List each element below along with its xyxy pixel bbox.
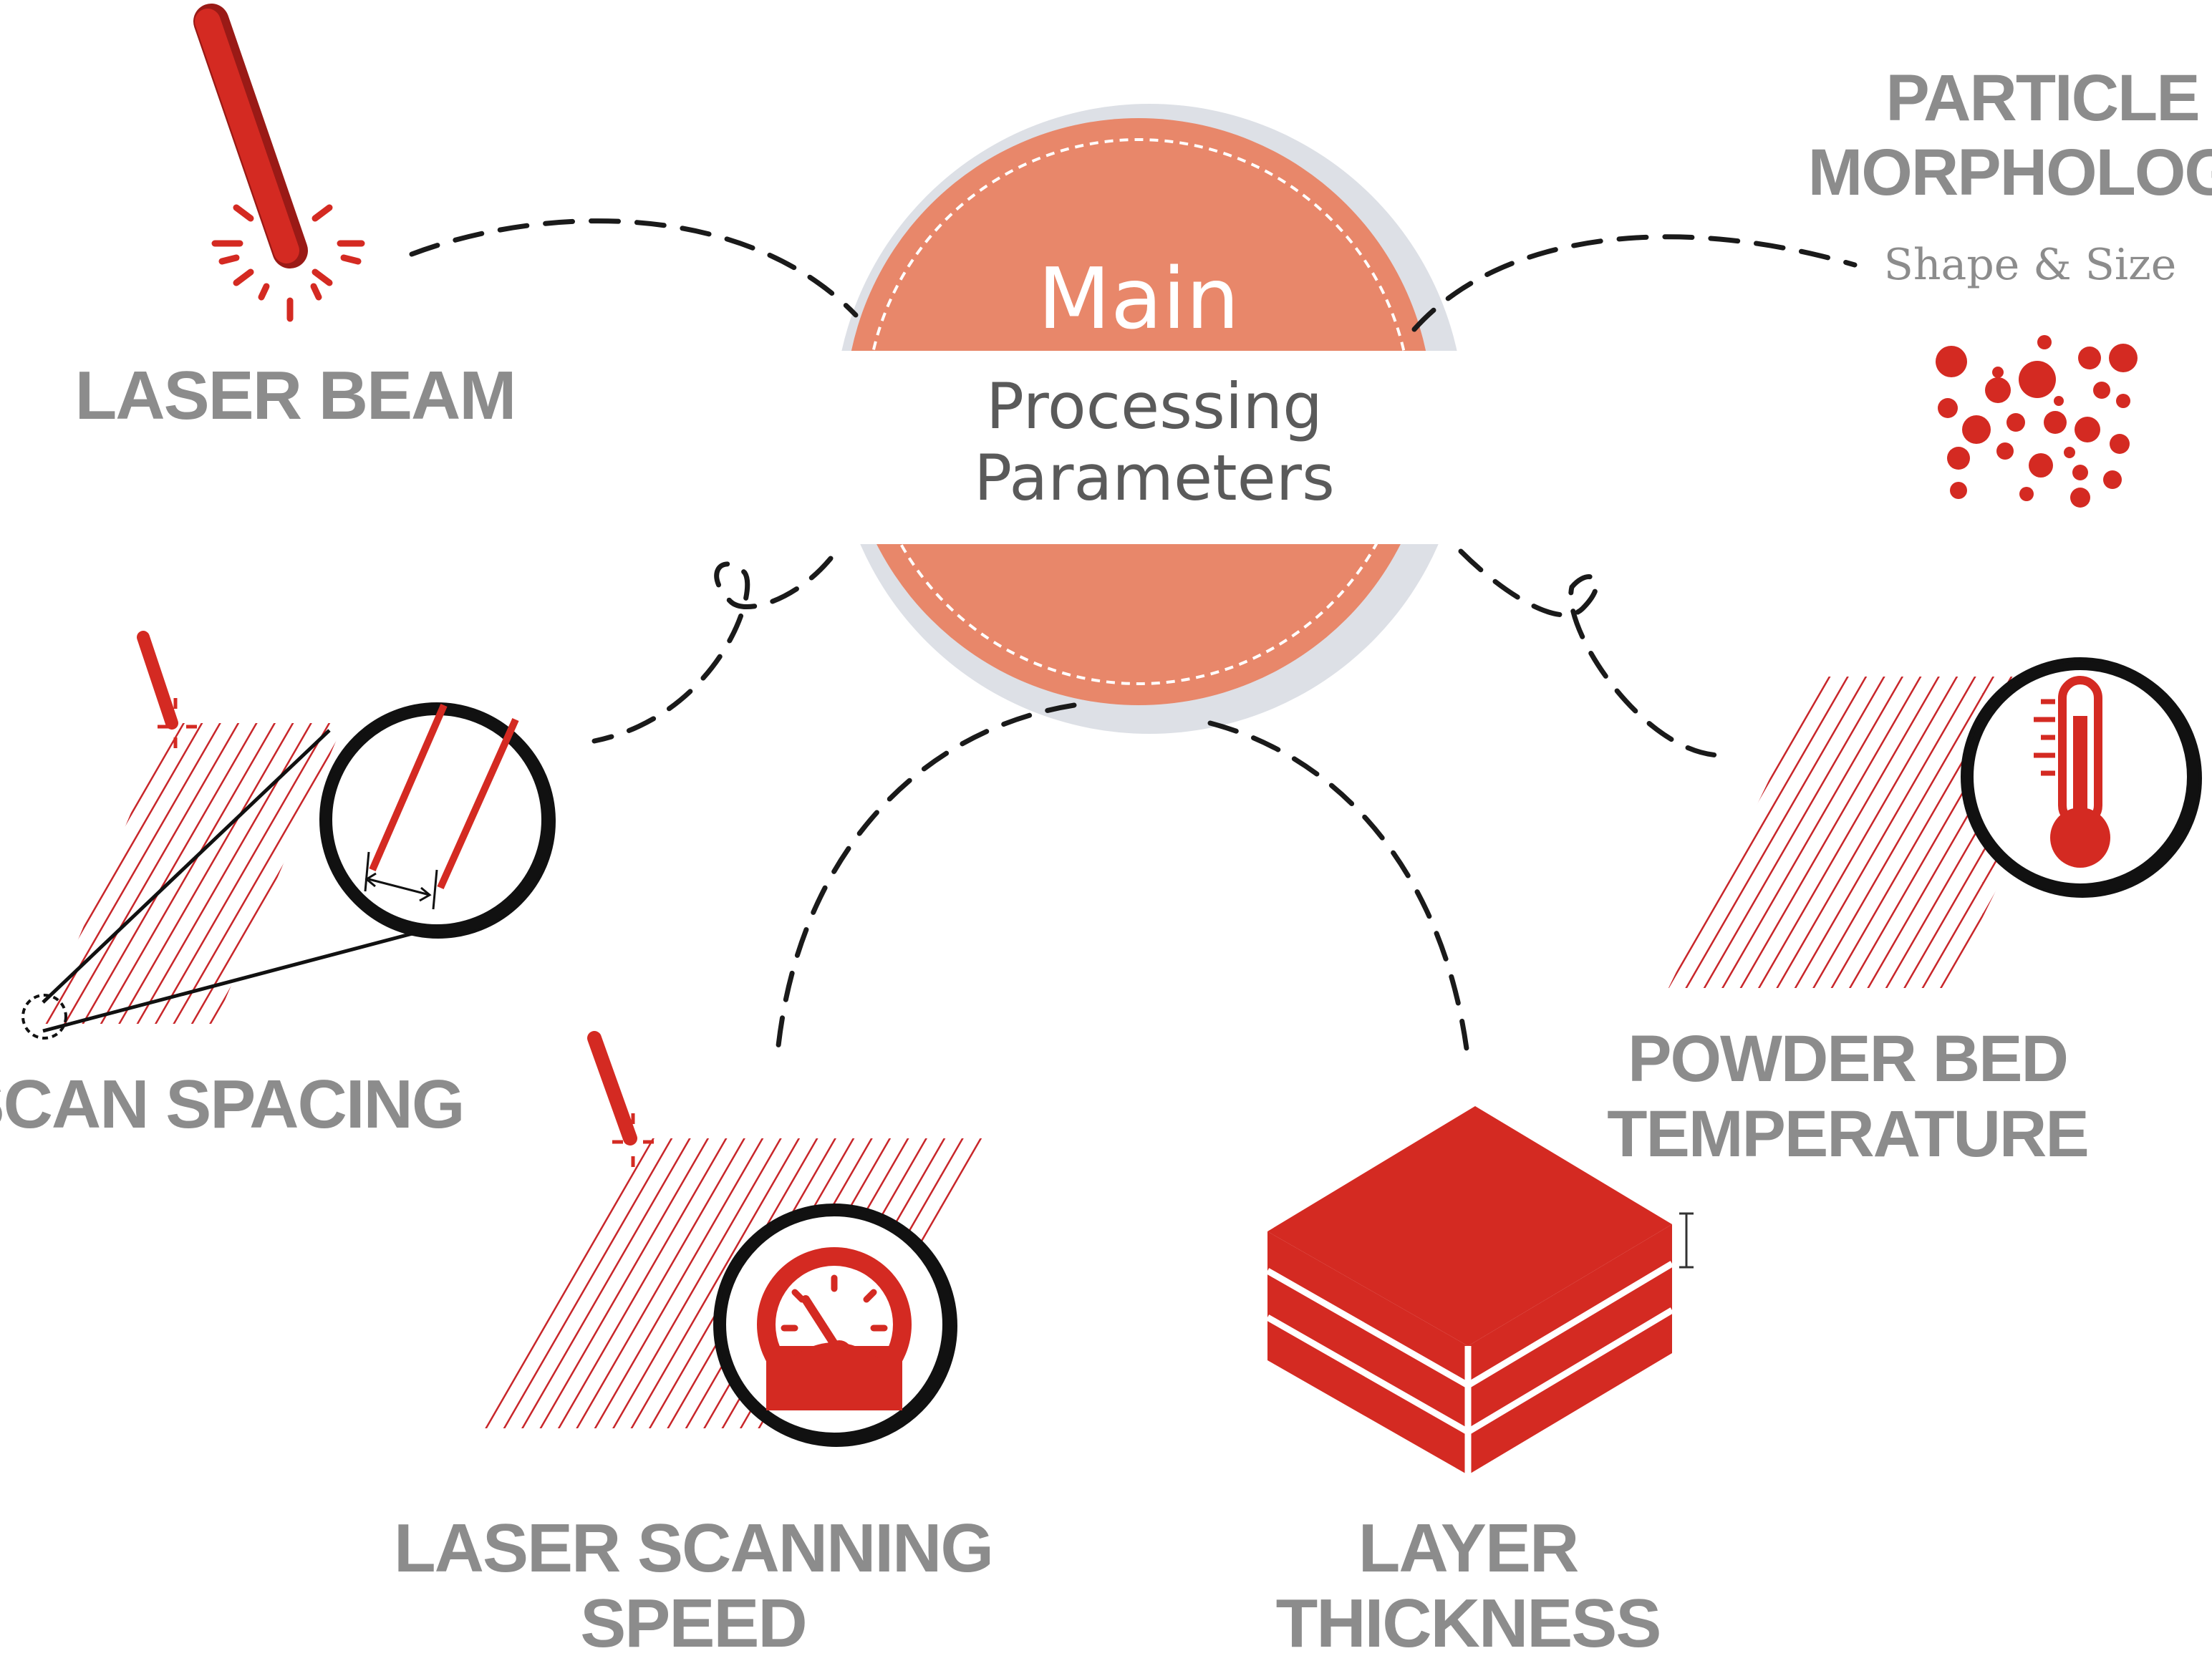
speedometer-icon [713, 1204, 957, 1447]
laser-beam-icon [193, 4, 365, 322]
connector-laser-beam [409, 218, 859, 318]
laser-beam-group: LASER BEAM [75, 4, 516, 434]
connector-layer-thickness [1207, 720, 1471, 1062]
connector-laser-scanning-speed [774, 702, 1077, 1062]
center-title: Main [1038, 249, 1240, 348]
scan-spacing-group: SCAN SPACING [0, 631, 556, 1143]
scan-spacing-label: SCAN SPACING [0, 1066, 463, 1143]
laser-scanning-speed-laser-icon [587, 1031, 654, 1167]
particle-morphology-label-line2: MORPHOLOGY [1808, 136, 2212, 209]
scan-spacing-powder-bed [43, 723, 344, 1024]
connector-scan-spacing [591, 556, 834, 744]
particle-morphology-label-line1: PARTICLE [1885, 62, 2198, 135]
center-subtitle-line2: Parameters [974, 441, 1335, 515]
laser-scanning-speed-label-line2: SPEED [580, 1585, 806, 1662]
scan-spacing-laser-icon [137, 631, 197, 748]
connector-particle-morphology [1411, 234, 1858, 332]
layer-thickness-label-line1: LAYER [1358, 1510, 1578, 1587]
layer-thickness-group: LAYER THICKNESS [1265, 1106, 1694, 1662]
magnifier-icon [21, 702, 556, 1040]
layers-icon [1265, 1106, 1694, 1475]
connectors [409, 218, 1858, 1062]
particle-morphology-sublabel: Shape & Size [1884, 240, 2176, 290]
layer-thickness-label-line2: THICKNESS [1276, 1585, 1661, 1662]
laser-scanning-speed-group: LASER SCANNING SPEED [394, 1031, 994, 1662]
particles-icon [1936, 335, 2138, 508]
powder-bed-temperature-label-line2: TEMPERATURE [1607, 1098, 2087, 1171]
connector-powder-bed [1458, 548, 1729, 758]
powder-bed-temperature-label-line1: POWDER BED [1628, 1022, 2067, 1095]
laser-scanning-speed-label-line1: LASER SCANNING [394, 1510, 992, 1587]
center-node: Main Processing Parameters [841, 104, 1457, 734]
thermometer-icon [1961, 657, 2202, 898]
particle-morphology-group: PARTICLE MORPHOLOGY Shape & Size [1808, 62, 2212, 508]
center-subtitle-line1: Processing [986, 369, 1323, 443]
powder-bed-temperature-group: POWDER BED TEMPERATURE [1607, 657, 2202, 1171]
laser-beam-label: LASER BEAM [75, 357, 516, 434]
